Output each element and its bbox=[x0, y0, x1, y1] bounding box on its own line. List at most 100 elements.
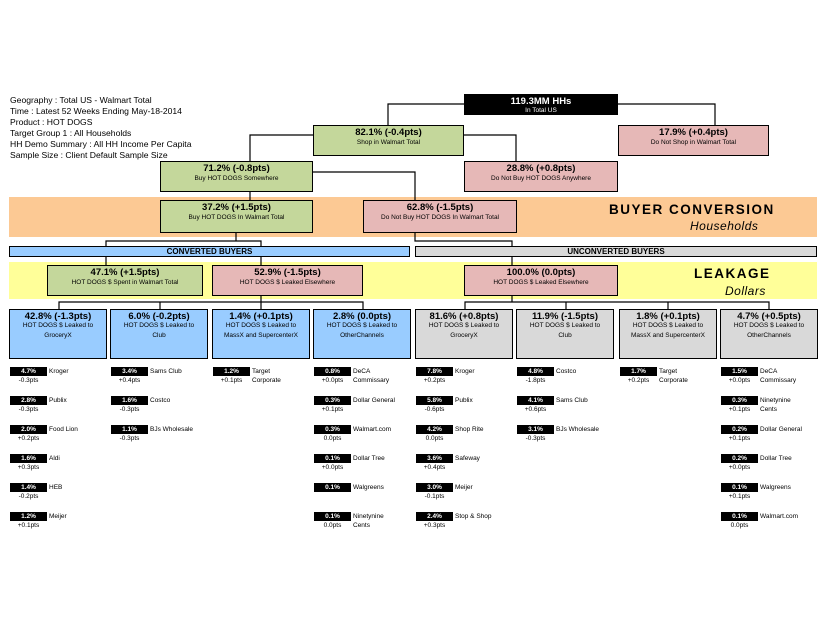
retailer-name: Dollar Tree bbox=[760, 455, 792, 462]
retailer-share: 3.0% bbox=[416, 483, 453, 492]
retailer-change: -0.3pts bbox=[18, 377, 39, 384]
node-value: 4.7% (+0.5pts) bbox=[737, 311, 801, 322]
retailer-change: +0.6pts bbox=[524, 406, 547, 413]
retailer-name: Stop & Shop bbox=[455, 513, 492, 520]
node-label: Do Not Shop in Walmart Total bbox=[650, 139, 737, 146]
node-channel: GroceryX bbox=[450, 332, 478, 339]
retailer-share: 1.1% bbox=[111, 425, 148, 434]
retailer-name: Sams Club bbox=[150, 368, 182, 375]
retailer-name: Walgreens bbox=[760, 484, 791, 491]
retailer-share: 1.2% bbox=[213, 367, 250, 376]
node-value: 17.9% (+0.4pts) bbox=[659, 127, 728, 138]
node-value: 52.9% (-1.5pts) bbox=[254, 267, 321, 278]
retailer-change: +0.0pts bbox=[321, 377, 344, 384]
retailer-change: +0.4pts bbox=[118, 377, 141, 384]
filter-product: Product : HOT DOGS bbox=[10, 117, 93, 127]
retailer-name: BJs Wholesale bbox=[556, 426, 599, 433]
node-not-buy-in-walmart[interactable]: 62.8% (-1.5pts) Do Not Buy HOT DOGS In W… bbox=[363, 200, 517, 233]
retailer-name: Kroger bbox=[455, 368, 475, 375]
node-buy-somewhere[interactable]: 71.2% (-0.8pts) Buy HOT DOGS Somewhere bbox=[160, 161, 313, 192]
retailer-change: -0.3pts bbox=[119, 406, 140, 413]
filter-sample-size: Sample Size : Client Default Sample Size bbox=[10, 150, 168, 160]
retailer-name: Walmart.com bbox=[353, 426, 392, 433]
node-value: 1.8% (+0.1pts) bbox=[636, 311, 700, 322]
retailer-name: HEB bbox=[49, 484, 63, 491]
filter-demo: HH Demo Summary : All HH Income Per Capi… bbox=[10, 139, 192, 149]
filter-time: Time : Latest 52 Weeks Ending May-18-201… bbox=[10, 106, 182, 116]
retailer-share: 3.6% bbox=[416, 454, 453, 463]
retailer-share: 5.8% bbox=[416, 396, 453, 405]
node-label: Buy HOT DOGS In Walmart Total bbox=[188, 214, 285, 221]
retailer-name: Food Lion bbox=[49, 426, 78, 433]
node-value: 119.3MM HHs bbox=[510, 96, 572, 107]
node-value: 47.1% (+1.5pts) bbox=[90, 267, 160, 278]
retailer-share: 3.4% bbox=[111, 367, 148, 376]
node-value: 37.2% (+1.5pts) bbox=[202, 202, 271, 213]
node-value: 6.0% (-0.2pts) bbox=[128, 311, 190, 322]
retailer-share: 1.5% bbox=[721, 367, 758, 376]
node-channel: OtherChannels bbox=[340, 332, 384, 339]
node-value: 100.0% (0.0pts) bbox=[506, 267, 576, 278]
retailer-name: Costco bbox=[150, 397, 171, 404]
retailer-change: +0.3pts bbox=[17, 464, 40, 471]
node-spent-in-walmart[interactable]: 47.1% (+1.5pts) HOT DOGS $ Spent in Walm… bbox=[47, 265, 203, 296]
retailer-change: +0.4pts bbox=[423, 464, 446, 471]
node-label: HOT DOGS $ Leaked to bbox=[123, 322, 195, 329]
node-not-shop-walmart[interactable]: 17.9% (+0.4pts) Do Not Shop in Walmart T… bbox=[618, 125, 769, 156]
retailer-change: +0.1pts bbox=[220, 377, 243, 384]
node-label: HOT DOGS $ Leaked to bbox=[225, 322, 297, 329]
retailer-share: 0.1% bbox=[721, 512, 758, 521]
retailer-change: +0.0pts bbox=[728, 377, 751, 384]
retailer-share: 0.1% bbox=[314, 483, 351, 492]
retailer-share: 0.2% bbox=[721, 425, 758, 434]
retailer-share: 1.2% bbox=[10, 512, 47, 521]
node-not-buy-anywhere[interactable]: 28.8% (+0.8pts) Do Not Buy HOT DOGS Anyw… bbox=[464, 161, 618, 192]
retailer-share: 4.1% bbox=[517, 396, 554, 405]
retailer-change: -0.3pts bbox=[18, 406, 39, 413]
node-value: 28.8% (+0.8pts) bbox=[506, 163, 576, 174]
node-label: HOT DOGS $ Leaked to bbox=[632, 322, 704, 329]
node-unconverted-leaked[interactable]: 100.0% (0.0pts) HOT DOGS $ Leaked Elsewh… bbox=[464, 265, 618, 296]
retailer-change: +0.3pts bbox=[423, 522, 446, 529]
retailer-share: 3.1% bbox=[517, 425, 554, 434]
retailer-share: 0.3% bbox=[721, 396, 758, 405]
node-shop-walmart[interactable]: 82.1% (-0.4pts) Shop in Walmart Total bbox=[313, 125, 464, 156]
retailer-change: +0.0pts bbox=[728, 464, 751, 471]
retailer-change: -0.2pts bbox=[18, 493, 39, 500]
retailer-change: +0.1pts bbox=[321, 406, 344, 413]
node-buy-in-walmart[interactable]: 37.2% (+1.5pts) Buy HOT DOGS In Walmart … bbox=[160, 200, 313, 233]
node-label: Buy HOT DOGS Somewhere bbox=[194, 175, 279, 182]
node-label: HOT DOGS $ Leaked to bbox=[428, 322, 500, 329]
node-value: 62.8% (-1.5pts) bbox=[406, 202, 474, 213]
retailer-change: +0.1pts bbox=[17, 522, 40, 529]
retailer-share: 4.7% bbox=[10, 367, 47, 376]
retailer-share: 0.3% bbox=[314, 425, 351, 434]
retailer-name: Publix bbox=[49, 397, 67, 404]
retailer-share: 2.4% bbox=[416, 512, 453, 521]
retailer-change: +0.2pts bbox=[17, 435, 40, 442]
retailer-name: Meijer bbox=[49, 513, 67, 520]
retailer-change: +0.1pts bbox=[728, 493, 751, 500]
retailer-share: 2.0% bbox=[10, 425, 47, 434]
retailer-share: 7.8% bbox=[416, 367, 453, 376]
unconverted-buyers-bar: UNCONVERTED BUYERS bbox=[415, 246, 817, 257]
retailer-share: 1.4% bbox=[10, 483, 47, 492]
node-converted-leaked[interactable]: 52.9% (-1.5pts) HOT DOGS $ Leaked Elsewh… bbox=[212, 265, 363, 296]
node-channel: Club bbox=[558, 332, 572, 339]
node-value: 11.9% (-1.5pts) bbox=[532, 311, 598, 322]
node-channel: OtherChannels bbox=[747, 332, 791, 339]
node-total-us[interactable]: 119.3MM HHs In Total US bbox=[464, 94, 618, 115]
node-label: Shop in Walmart Total bbox=[356, 139, 421, 146]
retailer-share: 0.2% bbox=[721, 454, 758, 463]
